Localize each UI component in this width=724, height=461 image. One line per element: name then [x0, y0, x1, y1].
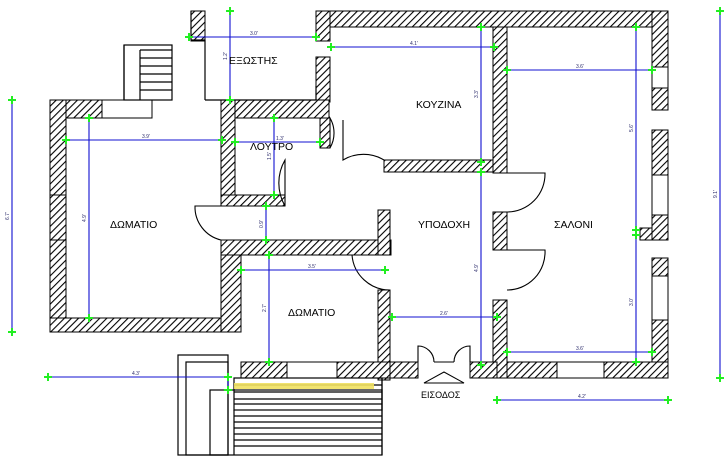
room-label-domatio-left: ΔΩΜΑΤΙΟ — [110, 219, 157, 231]
exterior-stair-top — [123, 44, 173, 101]
dim-loutro-width: 1.3' — [276, 136, 284, 142]
dim-domatio-center-width: 3.5' — [308, 264, 316, 270]
dim-saloni-width-top: 3.6' — [576, 64, 584, 70]
windows — [49, 40, 669, 379]
dim-exostis-height: 1.2' — [223, 52, 229, 60]
dimension-labels: 3.0' 1.2' 4.1' 3.3' 3.6' 5.6' 1.3' 1.5' … — [5, 31, 719, 400]
dim-saloni-width-bottom: 3.6' — [576, 346, 584, 352]
dim-total-left-height: 6.7' — [5, 212, 11, 220]
balcony — [190, 11, 317, 101]
room-label-loutro: ΛΟΥΤΡΟ — [250, 141, 293, 153]
room-label-domatio-center: ΔΩΜΑΤΙΟ — [288, 307, 335, 319]
walls — [49, 10, 669, 381]
room-label-ypodoxi: ΥΠΟΔΟΧΗ — [418, 219, 470, 231]
room-labels: ΕΞΩΣΤΗΣ ΚΟΥΖΙΝΑ ΛΟΥΤΡΟ ΔΩΜΑΤΙΟ ΥΠΟΔΟΧΗ Σ… — [110, 55, 593, 400]
dim-passage-height: 0.9' — [259, 220, 265, 228]
dim-kouzina-height: 3.3' — [474, 90, 480, 98]
dim-total-right-height: 9.1' — [713, 190, 719, 198]
dim-loutro-height: 1.5' — [267, 152, 273, 160]
dim-kouzina-width: 4.1' — [410, 41, 418, 47]
doors — [194, 115, 546, 363]
dimension-lines — [11, 11, 721, 401]
dim-ypodoxi-height: 4.9' — [474, 264, 480, 272]
dim-saloni-height-top: 5.6' — [629, 124, 635, 132]
dim-exostis-width: 3.0' — [250, 31, 258, 37]
room-label-eisodos: ΕΙΣΟΔΟΣ — [421, 390, 461, 400]
dimension-nodes — [8, 7, 724, 404]
dim-stairs-width: 4.3' — [132, 371, 140, 377]
dim-domatio-center-height: 2.7' — [262, 304, 268, 312]
dim-domatio-left-height: 4.9' — [82, 214, 88, 222]
room-label-kouzina: ΚΟΥΖΙΝΑ — [416, 99, 461, 111]
stair-highlight — [234, 383, 374, 389]
dim-domatio-left-width: 3.9' — [142, 134, 150, 140]
dim-saloni-height-bottom: 3.0' — [629, 298, 635, 306]
dim-ypodoxi-width: 2.6' — [440, 311, 448, 317]
room-label-saloni: ΣΑΛΟΝΙ — [554, 219, 593, 231]
entrance-marker — [423, 371, 465, 384]
room-label-exostis: ΕΞΩΣΤΗΣ — [229, 55, 278, 67]
dim-entrance-width: 4.2' — [578, 394, 586, 400]
